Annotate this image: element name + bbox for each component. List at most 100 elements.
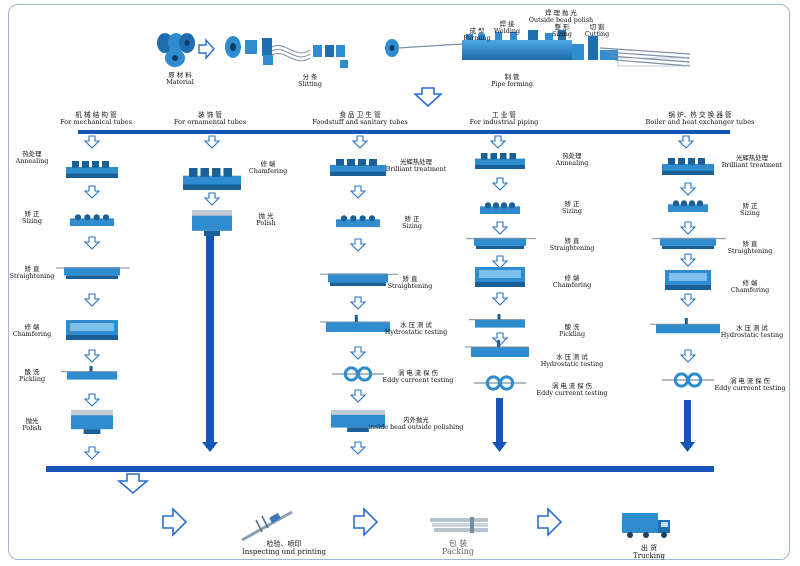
material-coils-icon	[157, 33, 195, 67]
arrow-right-icon	[162, 507, 188, 537]
arrow-right-icon	[537, 507, 563, 537]
distribution-bar	[78, 130, 730, 134]
diagram-frame	[8, 4, 790, 560]
arrow-down-icon	[491, 292, 509, 306]
arrow-down-icon	[412, 84, 444, 108]
pipe-forming-line-icon	[385, 30, 691, 67]
machine-icon	[330, 159, 386, 176]
arrow-down-icon	[203, 192, 221, 206]
collection-bar	[46, 466, 714, 472]
slitting-machine-icon	[225, 36, 348, 68]
arrow-down-icon	[491, 255, 509, 269]
machine-icon	[71, 410, 113, 434]
machine-icon	[66, 161, 118, 178]
truck-icon	[622, 513, 670, 538]
arrow-down-icon	[679, 349, 697, 363]
machine-icon	[475, 267, 525, 287]
machine-icon	[662, 158, 714, 175]
machine-icon	[336, 215, 380, 227]
arrow-down-icon	[203, 135, 221, 149]
col5-flow-bar	[684, 400, 691, 448]
machine-icon	[183, 168, 241, 190]
arrow-down-icon	[83, 293, 101, 307]
machine-icon	[668, 200, 708, 212]
arrow-right-icon	[198, 38, 215, 60]
caliper-icon	[241, 510, 293, 542]
arrow-down-icon	[83, 185, 101, 199]
arrow-down-icon	[489, 135, 507, 149]
machine-icon	[469, 314, 525, 328]
arrow-down-icon	[679, 221, 697, 235]
arrow-down-icon	[349, 185, 367, 199]
machine-icon	[652, 237, 726, 249]
arrow-down-icon	[349, 389, 367, 403]
arrow-down-icon	[679, 293, 697, 307]
arrow-down-icon	[83, 393, 101, 407]
machine-icon	[320, 273, 398, 286]
arrow-down-icon	[349, 238, 367, 252]
arrow-down-icon	[679, 253, 697, 267]
machine-icon	[466, 237, 536, 249]
arrow-down-icon	[351, 135, 369, 149]
arrow-down-icon	[491, 177, 509, 191]
arrow-down-icon	[491, 332, 509, 346]
machine-icon	[665, 270, 711, 290]
arrow-down-icon	[349, 441, 367, 455]
machine-icon	[332, 366, 384, 382]
arrow-down-icon	[83, 349, 101, 363]
col2-flow-bar	[206, 236, 214, 448]
machine-icon	[480, 202, 520, 214]
arrow-down-icon	[83, 446, 101, 460]
arrow-down-icon	[116, 473, 150, 495]
machine-icon	[61, 366, 117, 380]
machine-icon	[465, 340, 529, 357]
pipe-bundle-icon	[430, 517, 488, 533]
arrow-down-icon	[349, 346, 367, 360]
machine-icon	[320, 315, 390, 332]
arrow-down-icon	[679, 182, 697, 196]
machine-icon	[475, 153, 525, 169]
machine-icon	[70, 214, 114, 226]
machine-icon	[192, 210, 232, 236]
arrow-down-icon	[491, 221, 509, 235]
